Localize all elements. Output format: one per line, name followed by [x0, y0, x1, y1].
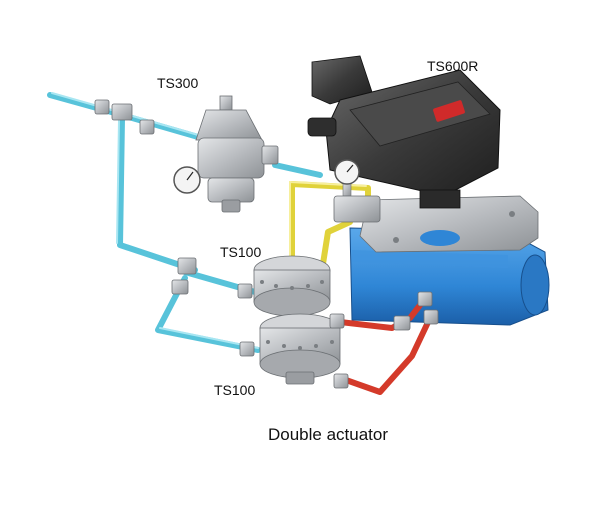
ts600r-positioner: [307, 55, 501, 209]
ts300-label: TS300: [157, 75, 199, 91]
red-brand-logo-icon: [433, 100, 465, 122]
output-fittings: [329, 291, 439, 389]
pressure-gauge-icon: [173, 166, 201, 194]
manifold-block: [333, 195, 381, 223]
mounting-bracket: [359, 195, 539, 253]
signal-line-highlights: [289, 180, 367, 261]
ts100-upper-label: TS100: [220, 244, 262, 260]
figure-caption: Double actuator: [268, 425, 389, 444]
pipe-fittings: [94, 99, 255, 357]
ts100-lower-label: TS100: [214, 382, 256, 398]
ts300-filter-regulator: [173, 95, 279, 213]
pressure-gauge-icon: [334, 159, 360, 197]
ts100-booster-lower: [259, 313, 341, 385]
double-acting-actuator: [349, 227, 550, 326]
ts600r-label: TS600R: [427, 58, 479, 74]
ts100-booster-upper: [253, 255, 331, 317]
